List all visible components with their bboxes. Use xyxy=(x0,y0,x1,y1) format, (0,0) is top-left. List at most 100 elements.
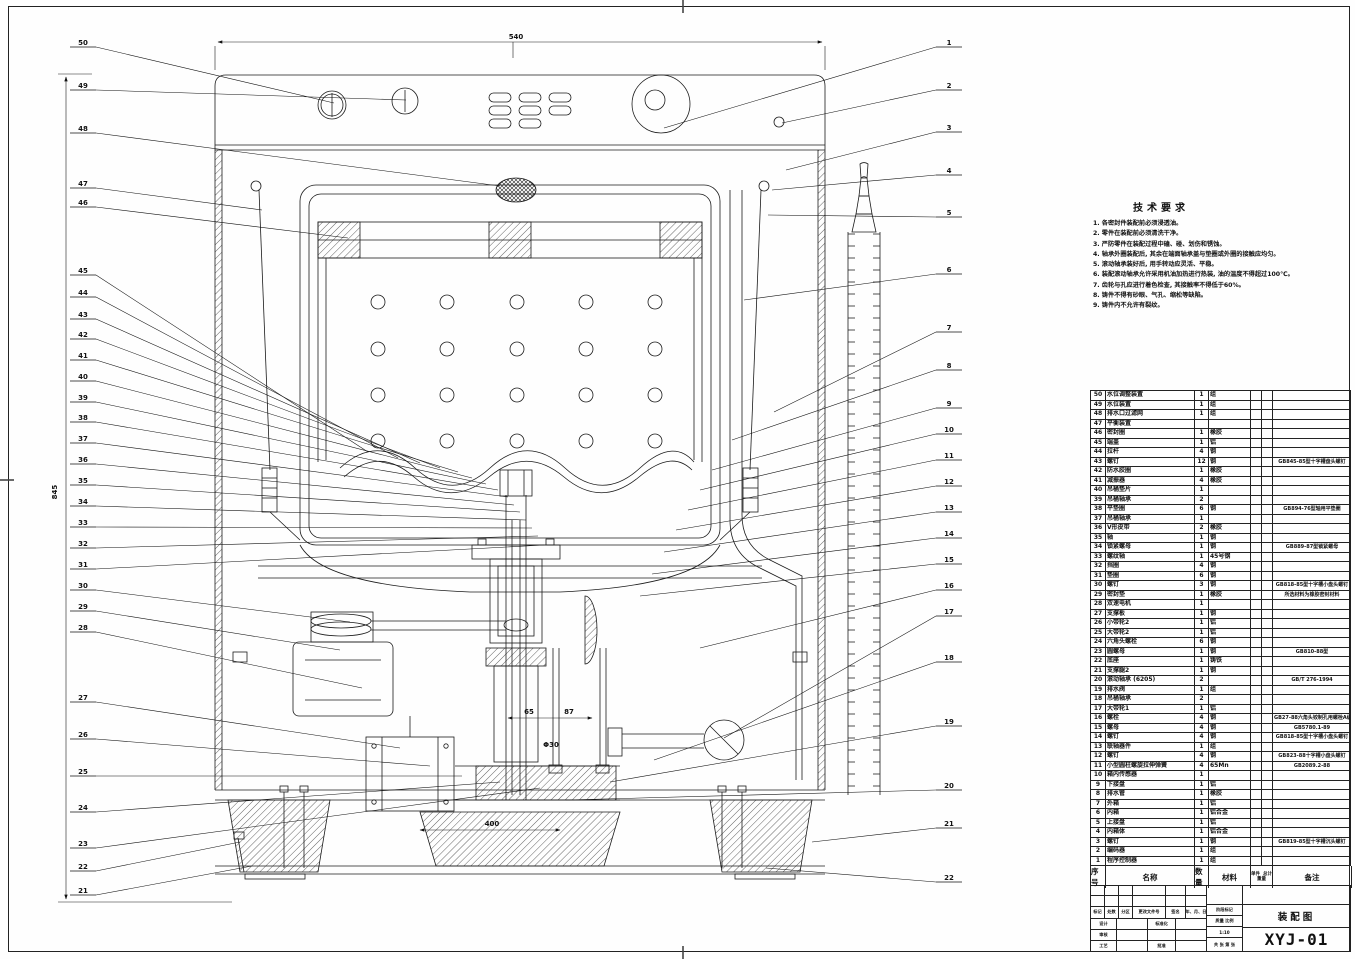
parts-table-cell: 9 xyxy=(1091,780,1106,790)
parts-table-cell xyxy=(1262,533,1273,543)
parts-table-cell: 32 xyxy=(1091,562,1106,572)
parts-table-cell xyxy=(1251,809,1262,819)
dimension-label: 400 xyxy=(485,820,500,828)
parts-table-cell: 1 xyxy=(1195,619,1209,629)
parts-table-cell: 钢 xyxy=(1209,714,1251,724)
parts-table-cell xyxy=(1262,647,1273,657)
washing-machine-section xyxy=(58,40,881,903)
parts-table-cell: 螺钉 xyxy=(1106,457,1195,467)
balloon-number: 1 xyxy=(947,39,952,47)
leader-line xyxy=(95,187,263,211)
leader-line xyxy=(687,459,937,511)
registration-marks xyxy=(0,0,684,959)
perforation-hole xyxy=(578,433,594,449)
parts-table-cell: 13 xyxy=(1091,742,1106,752)
leader-line xyxy=(95,505,527,521)
parts-table-cell xyxy=(1251,571,1262,581)
button-grid xyxy=(488,92,572,129)
parts-table-cell xyxy=(1273,524,1351,534)
leader-line xyxy=(811,827,937,843)
perforation-hole xyxy=(647,294,663,310)
balloon-number: 16 xyxy=(944,582,954,590)
parts-table-cell xyxy=(1273,486,1351,496)
leader-line xyxy=(609,725,937,783)
dimension-label: 845 xyxy=(51,485,59,500)
parts-table-cell xyxy=(1262,552,1273,562)
parts-table-cell: 65Mn xyxy=(1209,761,1251,771)
balloon-number: 21 xyxy=(78,887,88,895)
parts-table-cell xyxy=(1262,714,1273,724)
parts-table-cell: 钢 xyxy=(1209,543,1251,553)
parts-table-cell: 42 xyxy=(1091,467,1106,477)
perforation-hole xyxy=(370,294,386,310)
parts-table-cell: 28 xyxy=(1091,600,1106,610)
balloon-number: 34 xyxy=(78,498,88,506)
parts-table-cell xyxy=(1262,600,1273,610)
parts-table-cell: 15 xyxy=(1091,723,1106,733)
parts-table-cell xyxy=(1251,733,1262,743)
col-weight-unit: 单件 xyxy=(1251,872,1260,877)
suspension-rod-left xyxy=(250,180,301,541)
leader-line xyxy=(95,359,459,473)
dimension-lines xyxy=(58,40,826,903)
parts-table-cell: GB894-76型轴用平垫圈 xyxy=(1273,505,1351,515)
technical-requirement-line: 8. 铸件不得有砂眼、气孔、缩松等缺陷。 xyxy=(1093,292,1207,300)
label-design: 设计 xyxy=(1091,918,1117,929)
label-date: 年、月、日 xyxy=(1186,909,1206,915)
parts-table-cell xyxy=(1262,638,1273,648)
drain-hose xyxy=(847,162,881,795)
parts-table-cell xyxy=(1262,818,1273,828)
drawing-title: 装配图 xyxy=(1243,905,1350,928)
perforation-hole xyxy=(439,433,455,449)
balloon-number: 45 xyxy=(78,267,88,275)
technical-requirement-line: 4. 轴承外圈装配后, 其余在端面轴承盖与垫圈或外圈的接触应均匀。 xyxy=(1093,250,1280,258)
parts-table-cell xyxy=(1209,486,1251,496)
parts-table-cell: 2 xyxy=(1195,524,1209,534)
label-doc-no: 更改文件号 xyxy=(1133,907,1166,918)
parts-table-cell xyxy=(1273,571,1351,581)
parts-table-cell: 7 xyxy=(1091,799,1106,809)
parts-table-cell: 铝 xyxy=(1209,799,1251,809)
parts-table-cell: 减振器 xyxy=(1106,476,1195,486)
parts-table-cell: 46 xyxy=(1091,429,1106,439)
parts-table-cell xyxy=(1262,809,1273,819)
parts-table-cell xyxy=(1273,476,1351,486)
control-panel xyxy=(214,74,826,151)
balloon-number: 20 xyxy=(944,782,954,790)
parts-table-cell: 钢 xyxy=(1209,638,1251,648)
parts-table-cell xyxy=(1262,733,1273,743)
parts-table-cell xyxy=(1262,391,1273,401)
parts-table-cell: 1 xyxy=(1195,837,1209,847)
parts-table-cell xyxy=(1262,704,1273,714)
parts-table-cell: V形皮带 xyxy=(1106,524,1195,534)
technical-requirements-lines: 1. 各密封件装配前必须浸透油。2. 零件在装配前必须清洗干净。3. 严防零件在… xyxy=(1093,219,1349,312)
parts-table-cell: 螺钉 xyxy=(1106,733,1195,743)
leader-line xyxy=(95,401,487,485)
mount-plate xyxy=(455,765,620,801)
parts-table-cell: 圆螺母 xyxy=(1106,647,1195,657)
dimension-label: 87 xyxy=(564,708,574,716)
parts-table-cell xyxy=(1251,704,1262,714)
col-weight-label: 重量 xyxy=(1257,877,1266,882)
parts-table-cell: 上接盘 xyxy=(1106,818,1195,828)
parts-table-cell: 1 xyxy=(1091,856,1106,866)
balloon-number: 10 xyxy=(944,426,954,434)
label-process: 工艺 xyxy=(1091,940,1117,952)
leader-line xyxy=(95,701,401,749)
parts-table-cell: 螺钉 xyxy=(1106,752,1195,762)
parts-table-cell: 4 xyxy=(1195,723,1209,733)
timer-knob-icon xyxy=(631,74,691,134)
parts-table-cell: 6 xyxy=(1195,571,1209,581)
balloon-number: 22 xyxy=(944,874,954,882)
parts-table-cell xyxy=(1195,419,1209,429)
water-channel xyxy=(729,190,803,780)
perforation-hole xyxy=(370,387,386,403)
parts-table-cell xyxy=(1251,448,1262,458)
parts-table-cell: 钢 xyxy=(1209,533,1251,543)
parts-table-cell: 1 xyxy=(1195,818,1209,828)
parts-table-cell: 挡圈 xyxy=(1106,562,1195,572)
